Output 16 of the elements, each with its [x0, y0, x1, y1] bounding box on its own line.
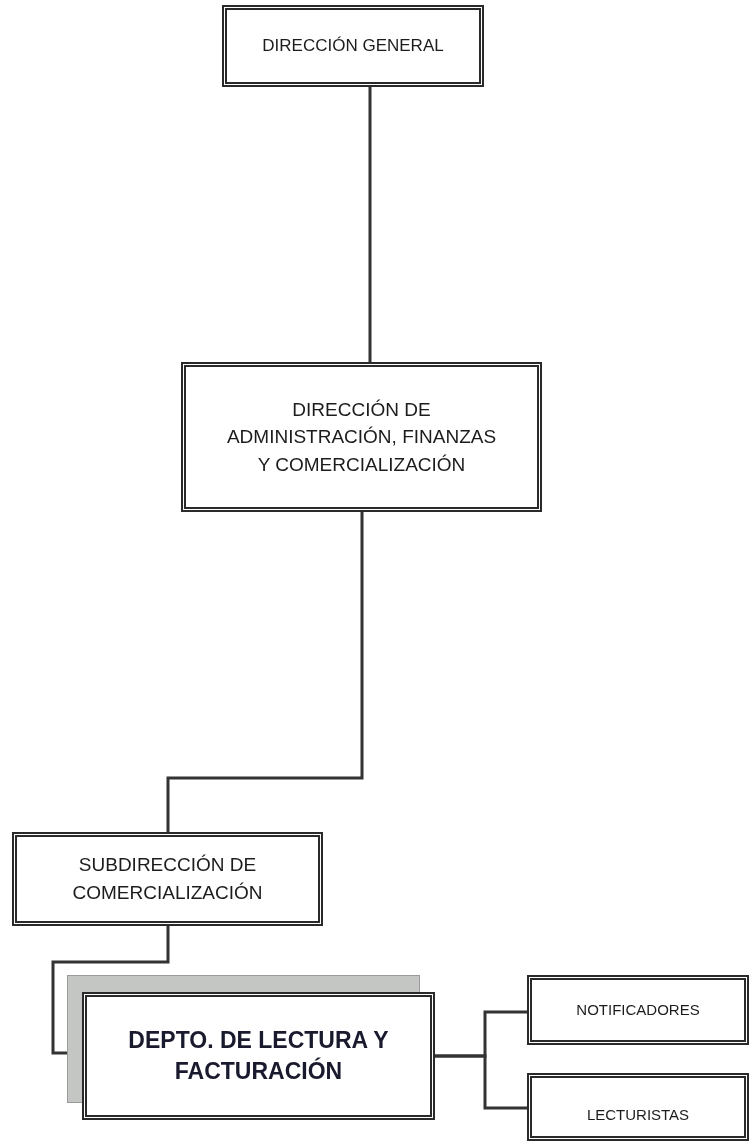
org-box [527, 1073, 749, 1141]
org-box [12, 832, 323, 926]
box-label: NOTIFICADORES [576, 999, 700, 1020]
org-box [181, 362, 542, 512]
box-label: DIRECCIÓN DE ADMINISTRACIÓN, FINANZAS Y COMERCIALIZACIÓN [226, 397, 497, 477]
box-label: SUBDIRECCIÓN DE COMERCIALIZACIÓN [71, 853, 264, 905]
org-box [222, 5, 484, 87]
connector-line [368, 87, 372, 362]
box-label: DIRECCIÓN GENERAL [262, 35, 444, 58]
org-box [527, 975, 749, 1045]
box-label: LECTURISTAS [586, 1104, 690, 1125]
connector-line [435, 1054, 527, 1110]
connector-line [166, 512, 364, 832]
connector-line [51, 926, 170, 1055]
org-box [82, 992, 435, 1120]
box-label: DEPTO. DE LECTURA Y FACTURACIÓN [127, 1025, 390, 1086]
